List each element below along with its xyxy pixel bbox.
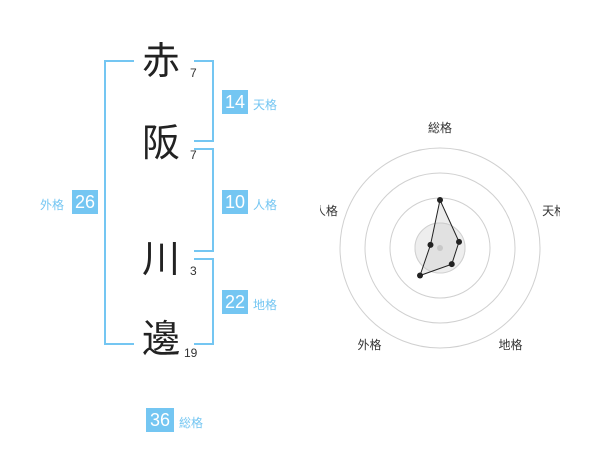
name-char-3: 川 (142, 237, 181, 281)
soukaku-label: 総格 (179, 416, 204, 430)
stroke-count-1: 7 (190, 66, 197, 80)
radar-center (437, 245, 443, 251)
radar-axis-label-2: 天格 (542, 203, 560, 218)
stroke-count-3: 3 (190, 264, 197, 278)
gaikaku-label: 外格 (40, 198, 65, 212)
gaikaku-score: 26 (72, 190, 98, 214)
radar-ring (364, 172, 516, 324)
stroke-count-4: 19 (184, 346, 198, 360)
radar-series-polygon (419, 198, 460, 277)
radar-axis-label-3: 地格 (499, 337, 523, 352)
radar-axis-label-4: 外格 (357, 337, 381, 352)
radar-point-2 (456, 238, 463, 245)
name-char-1: 赤 (142, 39, 181, 83)
soukaku-score: 36 (146, 408, 174, 432)
radar-point-3 (448, 261, 455, 268)
chikaku-score: 22 (222, 290, 248, 314)
tenkaku-score: 14 (222, 90, 248, 114)
jinkaku-bracket (194, 148, 214, 252)
gaikaku-bracket (104, 60, 134, 345)
chikaku-label: 地格 (253, 298, 278, 312)
jinkaku-score: 10 (222, 190, 248, 214)
radar-axis-label-5: 人格 (320, 203, 338, 218)
name-char-2: 阪 (142, 121, 181, 165)
radar-ring (339, 147, 541, 349)
radar-point-5 (427, 241, 434, 248)
tenkaku-label: 天格 (253, 98, 278, 112)
chikaku-bracket (194, 258, 214, 345)
stroke-count-2: 7 (190, 148, 197, 162)
radar-point-1 (437, 197, 443, 203)
name-char-4: 邊 (142, 317, 181, 361)
jinkaku-label: 人格 (253, 198, 278, 212)
tenkaku-bracket (194, 60, 214, 142)
radar-chart: 総格天格地格 外格 人格 (320, 120, 560, 352)
radar-point-4 (417, 272, 424, 279)
radar-axis-label-1: 総格 (428, 120, 452, 135)
